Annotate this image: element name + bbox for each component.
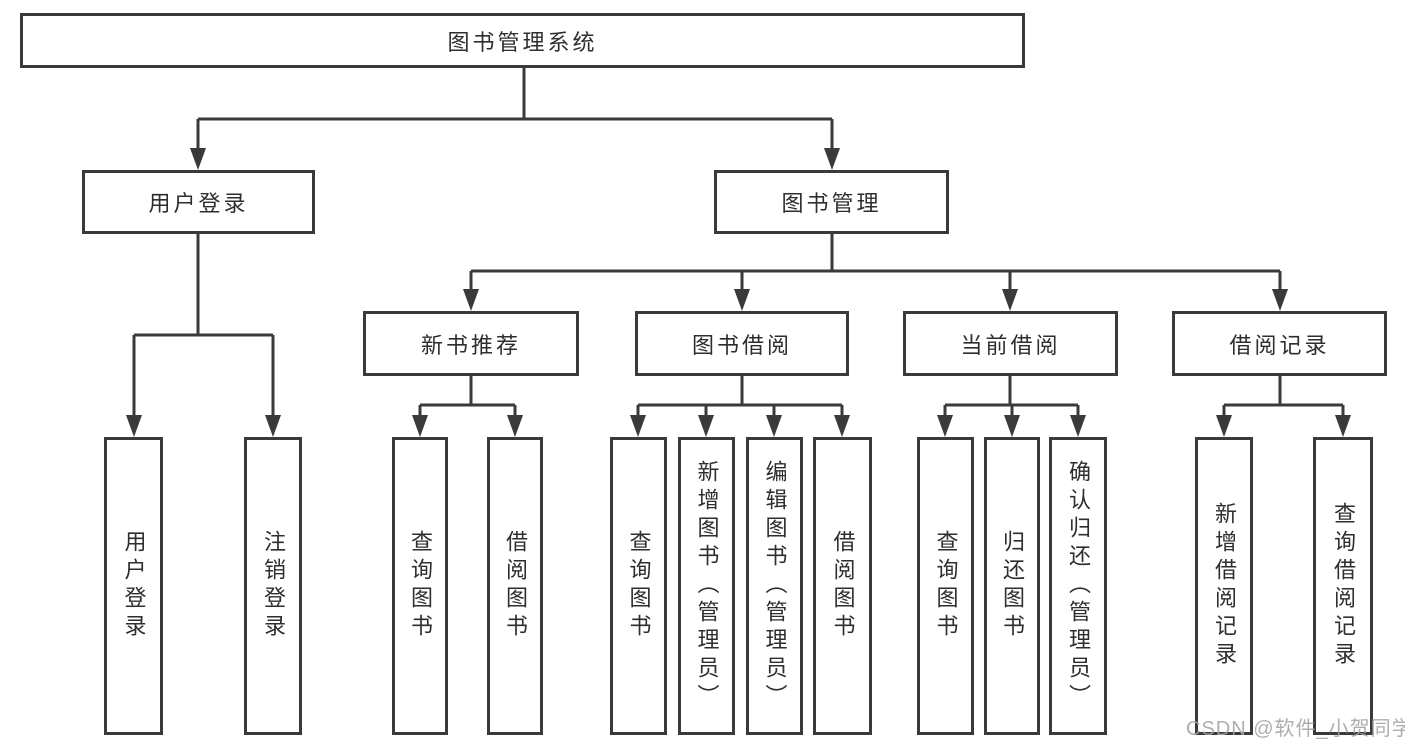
node-label: 新书推荐 — [420, 332, 521, 358]
arrowhead-down-icon — [1272, 289, 1288, 311]
connector-bookmgmt-to-level3 — [463, 234, 1288, 311]
leaf-query-books-current: 查询图书 — [917, 437, 974, 735]
arrowhead-down-icon — [1070, 415, 1086, 437]
node-label: 图书管理系统 — [447, 29, 598, 55]
leaf-borrow-books: 借阅图书 — [813, 437, 872, 735]
node-current-borrowing: 当前借阅 — [903, 311, 1118, 376]
leaf-query-books-borrow: 查询图书 — [610, 437, 667, 735]
connector-line — [636, 376, 844, 419]
connector-userlogin-to-leaves — [126, 234, 281, 437]
connector-line — [418, 376, 517, 419]
node-label: 当前借阅 — [960, 332, 1061, 358]
leaf-user-login: 用户登录 — [104, 437, 163, 735]
node-label: 确认归还（管理员） — [1066, 460, 1091, 712]
node-label: 新增借阅记录 — [1212, 502, 1237, 670]
leaf-confirm-return-admin: 确认归还（管理员） — [1049, 437, 1107, 735]
connector-line — [132, 234, 275, 419]
node-label: 查询图书 — [933, 530, 959, 642]
connector-root-to-level2 — [190, 68, 840, 170]
node-label: 图书借阅 — [691, 332, 792, 358]
node-label: 用户登录 — [148, 191, 249, 216]
node-label: 借阅图书 — [830, 530, 856, 642]
leaf-edit-books-admin: 编辑图书（管理员） — [746, 437, 803, 735]
arrowhead-down-icon — [463, 289, 479, 311]
leaf-query-borrow-record: 查询借阅记录 — [1313, 437, 1373, 735]
leaf-add-books-admin: 新增图书（管理员） — [678, 437, 735, 735]
csdn-watermark: CSDN @软件_小贺同学 — [1186, 718, 1405, 740]
arrowhead-down-icon — [937, 415, 953, 437]
arrowhead-down-icon — [1002, 289, 1018, 311]
arrowhead-down-icon — [698, 415, 714, 437]
connector-newbook-to-leaves — [412, 376, 523, 437]
node-label: 查询图书 — [626, 530, 652, 642]
leaf-add-borrow-record: 新增借阅记录 — [1195, 437, 1253, 735]
connector-line — [196, 68, 834, 152]
arrowhead-down-icon — [265, 415, 281, 437]
node-label: 查询图书 — [408, 530, 433, 642]
node-label: 编辑图书（管理员） — [762, 460, 788, 712]
arrowhead-down-icon — [734, 289, 750, 311]
arrowhead-down-icon — [834, 415, 850, 437]
arrowhead-down-icon — [1004, 415, 1020, 437]
node-label: 借阅图书 — [503, 530, 528, 642]
arrowhead-down-icon — [766, 415, 782, 437]
connector-currentborrow-to-leaves — [937, 376, 1086, 437]
leaf-borrow-books-recommend: 借阅图书 — [487, 437, 543, 735]
connector-bookborrow-to-leaves — [630, 376, 850, 437]
connector-line — [469, 234, 1282, 292]
node-label: 归还图书 — [1000, 530, 1025, 642]
leaf-query-books-recommend: 查询图书 — [392, 437, 448, 735]
node-label: 用户登录 — [121, 530, 147, 642]
node-new-book-recommendation: 新书推荐 — [363, 311, 579, 376]
arrowhead-down-icon — [630, 415, 646, 437]
arrowhead-down-icon — [412, 415, 428, 437]
node-book-management: 图书管理 — [714, 170, 949, 234]
node-label: 图书管理 — [781, 191, 882, 216]
node-user-login: 用户登录 — [82, 170, 315, 234]
node-label: 借阅记录 — [1229, 332, 1330, 358]
node-borrowing-records: 借阅记录 — [1172, 311, 1387, 376]
connector-borrowrecords-to-leaves — [1216, 376, 1351, 437]
arrowhead-down-icon — [1216, 415, 1232, 437]
arrowhead-down-icon — [190, 148, 206, 170]
arrowhead-down-icon — [1335, 415, 1351, 437]
leaf-logout: 注销登录 — [244, 437, 302, 735]
arrowhead-down-icon — [126, 415, 142, 437]
arrowhead-down-icon — [507, 415, 523, 437]
connector-line — [1222, 376, 1345, 419]
node-library-management-system: 图书管理系统 — [20, 13, 1025, 68]
connector-line — [943, 376, 1080, 419]
node-label: 注销登录 — [261, 530, 286, 642]
node-book-borrowing: 图书借阅 — [635, 311, 849, 376]
leaf-return-books: 归还图书 — [984, 437, 1040, 735]
node-label: 查询借阅记录 — [1331, 502, 1356, 670]
arrowhead-down-icon — [824, 148, 840, 170]
node-label: 新增图书（管理员） — [694, 460, 720, 712]
